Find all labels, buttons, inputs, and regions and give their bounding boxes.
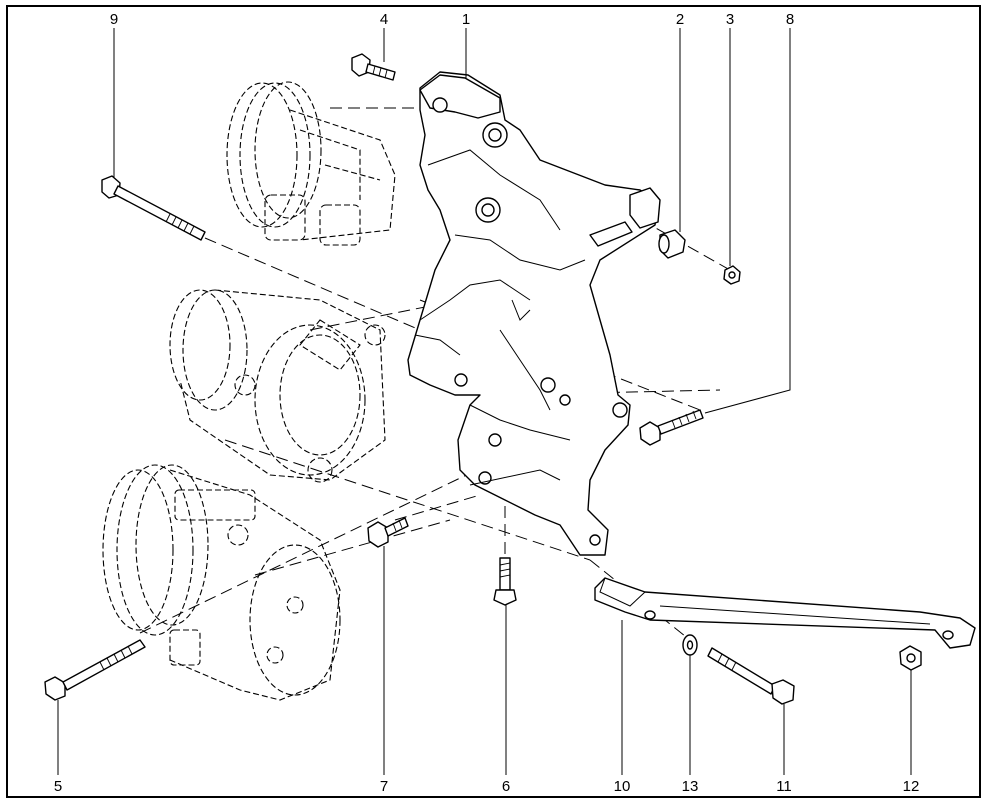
bolt-11 (707, 647, 795, 705)
callout-3: 3 (726, 11, 734, 28)
bolt-7 (367, 517, 409, 548)
callout-9: 9 (110, 11, 118, 28)
callout-7: 7 (380, 778, 388, 795)
power-steering-pump-ghost (226, 81, 396, 246)
callout-2: 2 (676, 11, 684, 28)
callout-5: 5 (54, 778, 62, 795)
accessory-bracket (407, 71, 661, 556)
alternator-ghost (169, 289, 386, 483)
spacer-sleeve (658, 229, 686, 259)
diagram-frame (6, 5, 981, 798)
nut-3 (723, 265, 741, 285)
ac-compressor-ghost (102, 464, 341, 701)
callout-labels: 1 2 3 4 5 6 7 8 9 10 11 12 13 (54, 11, 920, 795)
bolt-6 (493, 557, 517, 606)
callout-11: 11 (776, 778, 792, 795)
bolt-9 (101, 175, 206, 241)
callout-10: 10 (614, 778, 631, 795)
washer-13 (682, 634, 698, 656)
callout-1: 1 (462, 11, 470, 28)
bolt-4 (351, 53, 396, 81)
callout-12: 12 (903, 778, 920, 795)
callout-4: 4 (380, 11, 388, 28)
nut-12 (899, 645, 922, 671)
leader-lines (57, 28, 912, 775)
support-strut (594, 577, 976, 649)
bolt-8 (639, 409, 704, 446)
bolt-5 (44, 639, 146, 701)
callout-8: 8 (786, 11, 794, 28)
callout-13: 13 (682, 778, 699, 795)
callout-6: 6 (502, 778, 510, 795)
